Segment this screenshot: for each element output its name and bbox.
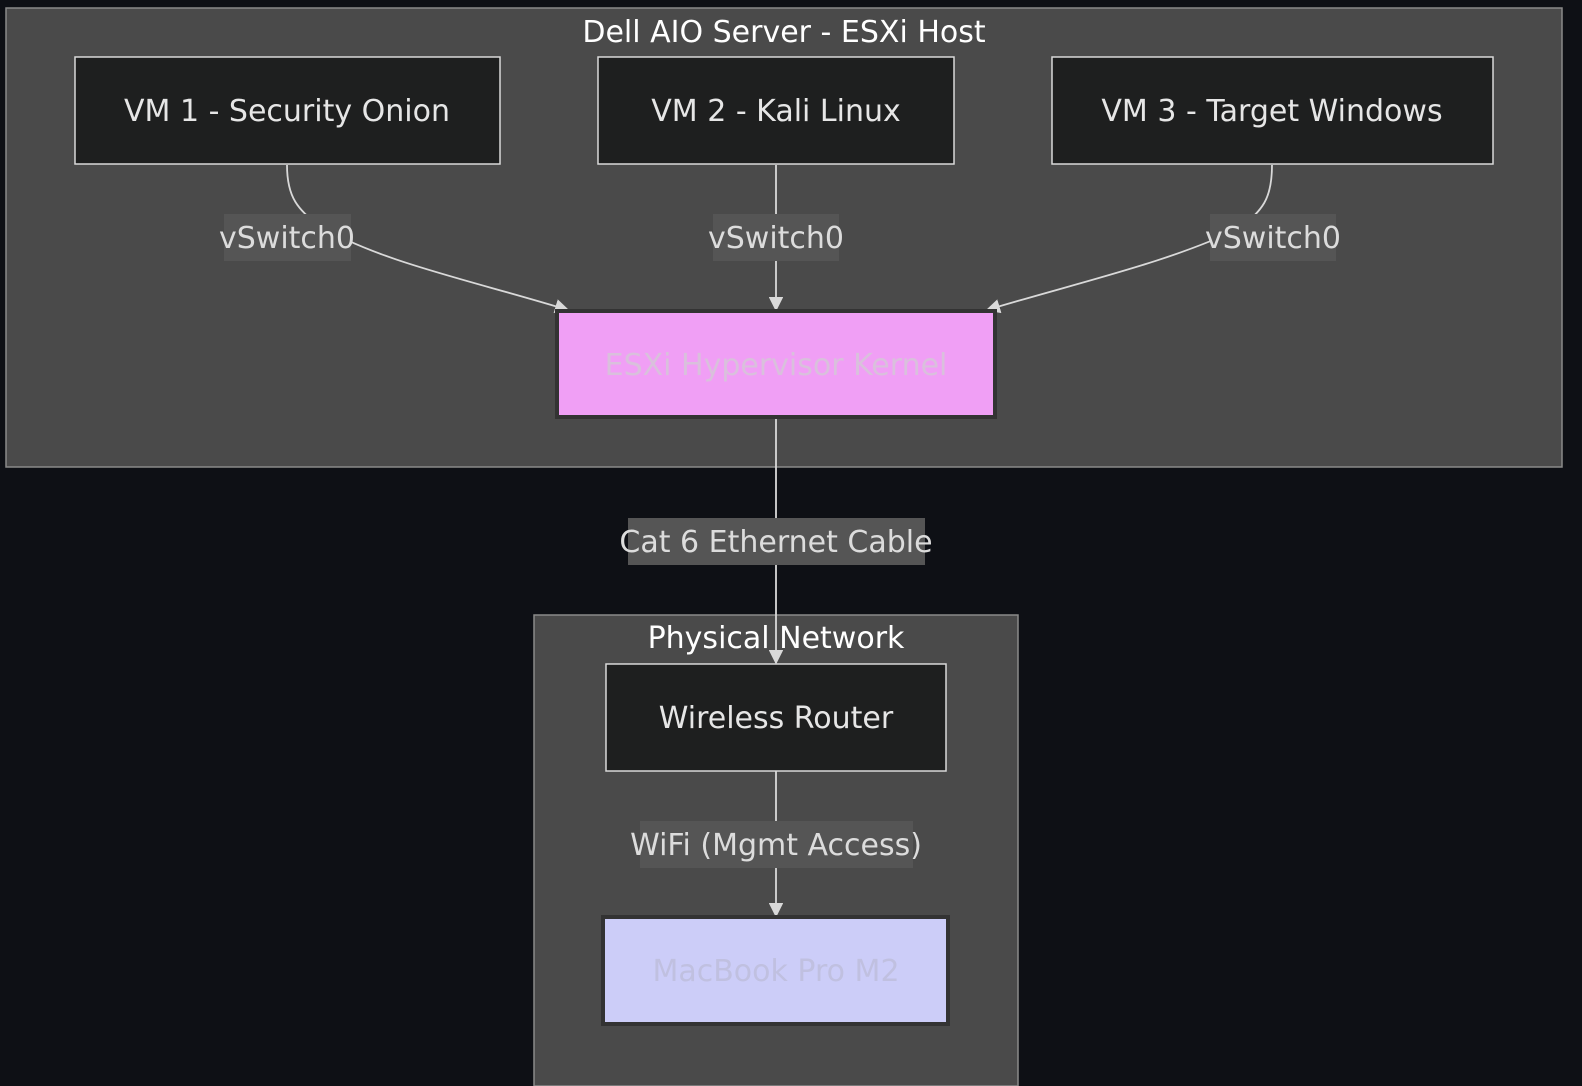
- edge-label-vm2: vSwitch0: [708, 214, 844, 261]
- edge-label-vm1: vSwitch0: [219, 214, 355, 261]
- node-macbook-box: [601, 915, 950, 1026]
- node-vm3-label: VM 3 - Target Windows: [1101, 94, 1442, 129]
- node-vm3[interactable]: VM 3 - Target Windows: [1051, 56, 1494, 165]
- edge-label-wifi-text: WiFi (Mgmt Access): [630, 828, 922, 863]
- node-wireless-router[interactable]: Wireless Router: [605, 663, 947, 772]
- edge-label-ethernet: Cat 6 Ethernet Cable: [619, 518, 933, 565]
- edge-vm1-to-kernel: [286, 164, 570, 314]
- node-vm2[interactable]: VM 2 - Kali Linux: [597, 56, 955, 165]
- edge-label-vm1-text: vSwitch0: [219, 221, 355, 256]
- node-vm2-label: VM 2 - Kali Linux: [651, 94, 901, 129]
- edge-label-wifi: WiFi (Mgmt Access): [630, 821, 922, 868]
- node-macbook[interactable]: MacBook Pro M2: [601, 915, 950, 1026]
- edge-label-ethernet-text: Cat 6 Ethernet Cable: [619, 525, 932, 560]
- cluster-esxi-host-title: Dell AIO Server - ESXi Host: [582, 15, 986, 50]
- edge-vm3-to-kernel: [985, 164, 1273, 314]
- node-esxi-kernel[interactable]: ESXi Hypervisor Kernel: [555, 309, 997, 419]
- edge-label-vm3: vSwitch0: [1205, 214, 1341, 261]
- node-esxi-kernel-label: ESXi Hypervisor Kernel: [605, 348, 948, 383]
- edge-label-vm2-text: vSwitch0: [708, 221, 844, 256]
- edge-label-vm3-text: vSwitch0: [1205, 221, 1341, 256]
- node-wireless-router-label: Wireless Router: [659, 701, 894, 736]
- node-esxi-kernel-box: [555, 309, 997, 419]
- node-macbook-label: MacBook Pro M2: [652, 954, 899, 989]
- node-vm1[interactable]: VM 1 - Security Onion: [74, 56, 501, 165]
- node-vm1-label: VM 1 - Security Onion: [124, 94, 450, 129]
